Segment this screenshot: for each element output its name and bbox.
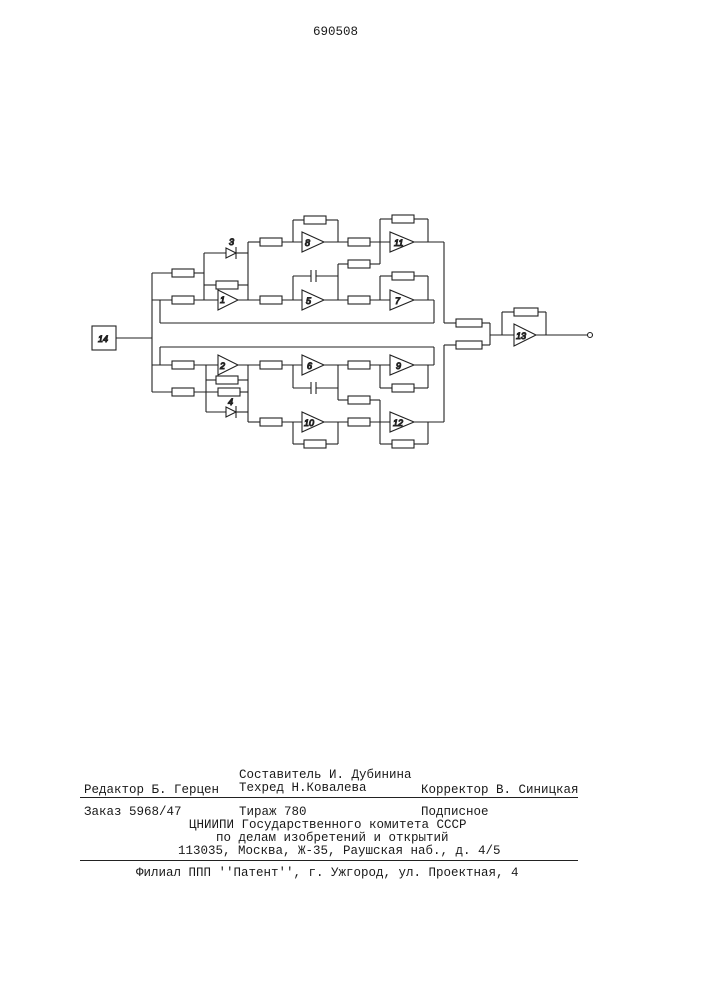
org-line-1: ЦНИИПИ Государственного комитета СССР (189, 818, 467, 832)
lower-half: 2 4 6 (160, 345, 444, 448)
capacitor (311, 382, 316, 394)
resistor (304, 216, 326, 224)
amplifier-12: 12 (390, 412, 414, 432)
amplifier-11: 11 (390, 232, 414, 252)
amplifier-7: 7 (390, 290, 414, 310)
resistor (260, 418, 282, 426)
resistor (260, 361, 282, 369)
output-terminal (588, 333, 593, 338)
resistor (304, 440, 326, 448)
resistor (456, 341, 482, 349)
rule-top (80, 797, 578, 798)
branch-line: Филиал ППП ''Патент'', г. Ужгород, ул. П… (136, 866, 519, 880)
resistor (216, 281, 238, 289)
resistor (260, 296, 282, 304)
resistor (392, 215, 414, 223)
amplifier-10: 10 (302, 412, 324, 432)
compiler-line: Составитель И. Дубинина (239, 768, 412, 782)
diode-3: 3 (226, 237, 236, 259)
corrector-line: Корректор В. Синицкая (421, 783, 579, 797)
resistor (260, 238, 282, 246)
subscription-line: Подписное (421, 805, 489, 819)
capacitor (311, 270, 316, 282)
resistor (348, 296, 370, 304)
label-2: 2 (219, 361, 225, 371)
label-6: 6 (307, 361, 312, 371)
resistor (172, 388, 194, 396)
order-line: Заказ 5968/47 (84, 805, 182, 819)
block-14: 14 (92, 326, 116, 350)
label-12: 12 (393, 418, 403, 428)
resistor (348, 418, 370, 426)
label-14: 14 (98, 334, 108, 344)
amplifier-5: 5 (302, 290, 324, 310)
resistor (348, 238, 370, 246)
label-8: 8 (305, 238, 310, 248)
org-line-2: по делам изобретений и открытий (216, 831, 449, 845)
resistor (172, 361, 194, 369)
amplifier-2: 2 (218, 355, 238, 375)
resistor (392, 440, 414, 448)
rule-bottom (80, 860, 578, 861)
resistor (172, 269, 194, 277)
resistor (392, 384, 414, 392)
label-3: 3 (229, 237, 234, 247)
label-5: 5 (306, 296, 312, 306)
amplifier-6: 6 (302, 355, 324, 375)
label-7: 7 (395, 296, 401, 306)
resistor (218, 388, 240, 396)
label-10: 10 (304, 418, 314, 428)
address-line: 113035, Москва, Ж-35, Раушская наб., д. … (178, 844, 501, 858)
resistor (392, 272, 414, 280)
upper-half: 3 1 8 (160, 215, 444, 323)
amplifier-13: 13 (514, 324, 536, 346)
output-stage: 13 (444, 308, 593, 349)
resistor (348, 361, 370, 369)
amplifier-9: 9 (390, 355, 414, 375)
amplifier-8: 8 (302, 232, 324, 252)
input-wires (116, 273, 172, 392)
resistor (348, 260, 370, 268)
circulation-line: Тираж 780 (239, 805, 307, 819)
label-9: 9 (396, 361, 401, 371)
diode-4: 4 (226, 397, 236, 418)
resistor (456, 319, 482, 327)
resistor (172, 296, 194, 304)
amplifier-1: 1 (218, 290, 238, 310)
resistor (514, 308, 538, 316)
resistor (348, 396, 370, 404)
label-4: 4 (228, 397, 233, 407)
resistor (216, 376, 238, 384)
techred-line: Техред Н.Ковалева (239, 781, 367, 795)
label-13: 13 (516, 331, 526, 341)
label-1: 1 (220, 295, 225, 305)
editor-line: Редактор Б. Герцен (84, 783, 219, 797)
label-11: 11 (394, 238, 403, 248)
